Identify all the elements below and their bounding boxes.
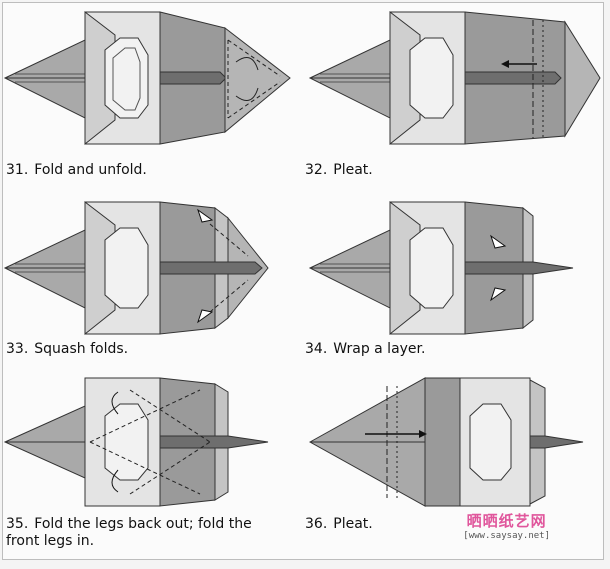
step-32-diagram: 32. Pleat. xyxy=(305,0,605,178)
step-34-figure xyxy=(308,200,574,336)
watermark-url: [www.saysay.net] xyxy=(463,531,550,541)
watermark: 晒晒纸艺网 [www.saysay.net] xyxy=(463,510,550,541)
step-35-diagram: 35. Fold the legs back out; fold the fron… xyxy=(0,370,300,549)
step-33-diagram: 33. Squash folds. xyxy=(0,190,300,357)
step-number: 35. xyxy=(6,516,29,532)
step-31-diagram: 31. Fold and unfold. xyxy=(0,0,300,178)
step-31-caption: 31. Fold and unfold. xyxy=(6,162,147,179)
step-instruction: Fold and unfold. xyxy=(34,162,147,178)
step-instruction: Wrap a layer. xyxy=(333,341,426,357)
watermark-title: 晒晒纸艺网 xyxy=(466,512,547,530)
step-instruction: Squash folds. xyxy=(34,341,129,357)
step-instruction: Fold the legs back out; fold the xyxy=(34,516,252,532)
step-35-figure xyxy=(3,377,269,507)
step-number: 34. xyxy=(305,341,328,357)
step-33-caption: 33. Squash folds. xyxy=(6,341,128,358)
step-number: 31. xyxy=(6,162,29,178)
step-33-figure xyxy=(3,200,269,336)
step-36-diagram: 36. Pleat. xyxy=(305,370,605,532)
step-35-caption: 35. Fold the legs back out; fold the fron… xyxy=(6,516,252,550)
step-instruction-line-2: front legs in. xyxy=(6,533,95,549)
step-36-figure xyxy=(308,377,584,507)
step-34-diagram: 34. Wrap a layer. xyxy=(305,190,605,357)
step-number: 32. xyxy=(305,162,328,178)
step-32-caption: 32. Pleat. xyxy=(305,162,373,179)
step-32-figure xyxy=(308,10,601,146)
step-36-caption: 36. Pleat. xyxy=(305,516,373,533)
step-number: 36. xyxy=(305,516,328,532)
step-instruction: Pleat. xyxy=(333,162,373,178)
step-number: 33. xyxy=(6,341,29,357)
step-instruction: Pleat. xyxy=(333,516,373,532)
step-31-figure xyxy=(3,10,291,146)
step-34-caption: 34. Wrap a layer. xyxy=(305,341,425,358)
